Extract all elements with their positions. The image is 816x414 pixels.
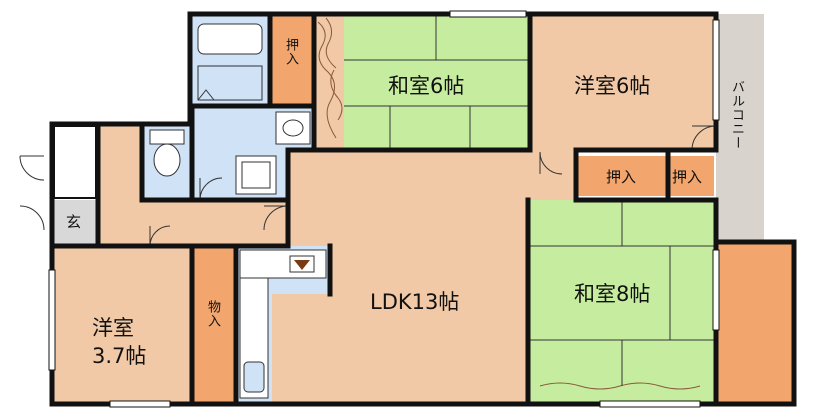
room-label-oshiire-mid1: 押入 — [606, 168, 637, 186]
closet-mid2-fill — [668, 156, 714, 196]
youshitsu6-fill — [530, 14, 716, 150]
shoe-cabinet — [53, 125, 97, 199]
room-label-youshitsu6: 洋室6帖 — [574, 74, 651, 98]
genkan-fill — [52, 200, 98, 246]
tatami-lines-6 — [344, 14, 530, 150]
room-label-youshitsu37-line2: 3.7帖 — [92, 344, 147, 368]
toilet-bowl — [153, 143, 181, 177]
ldk-fill-3 — [528, 150, 576, 200]
right-storage-fill — [716, 242, 794, 404]
tatami-lines-8 — [530, 200, 716, 386]
sink — [243, 361, 265, 393]
room-label-ldk: LDK13帖 — [370, 290, 460, 314]
room-label-oshiire-mid2: 押入 — [672, 168, 703, 186]
balcony-fill — [716, 14, 764, 242]
bath-floor — [197, 65, 263, 101]
room-label-balcony: バルコニー — [729, 80, 744, 150]
room-label-washitsu8: 和室8帖 — [574, 282, 651, 306]
youshitsu37-fill — [52, 246, 192, 404]
monoire-fill — [192, 246, 236, 404]
room-label-oshiire-top: 押入 — [283, 38, 298, 66]
washitsu8-fill — [530, 200, 716, 404]
walls — [49, 11, 797, 407]
hall-fill — [98, 124, 142, 246]
toilet-tank — [149, 129, 185, 145]
hall-fill-2 — [142, 200, 288, 246]
room-label-youshitsu37-line1: 洋室 — [92, 316, 134, 340]
washbasin — [275, 111, 311, 145]
room-label-genkan: 玄 — [66, 213, 82, 231]
closet-mid1-fill — [576, 156, 668, 196]
wood-grain — [317, 17, 701, 390]
bathtub — [197, 23, 263, 55]
washitsu6-fill — [344, 14, 530, 150]
tatami-strip-fill — [314, 14, 344, 150]
closet-top-fill — [270, 14, 314, 106]
room-label-monoire: 物入 — [205, 300, 220, 328]
windows — [48, 10, 720, 408]
room-label-washitsu6: 和室6帖 — [388, 74, 465, 98]
door-swings — [19, 125, 717, 247]
